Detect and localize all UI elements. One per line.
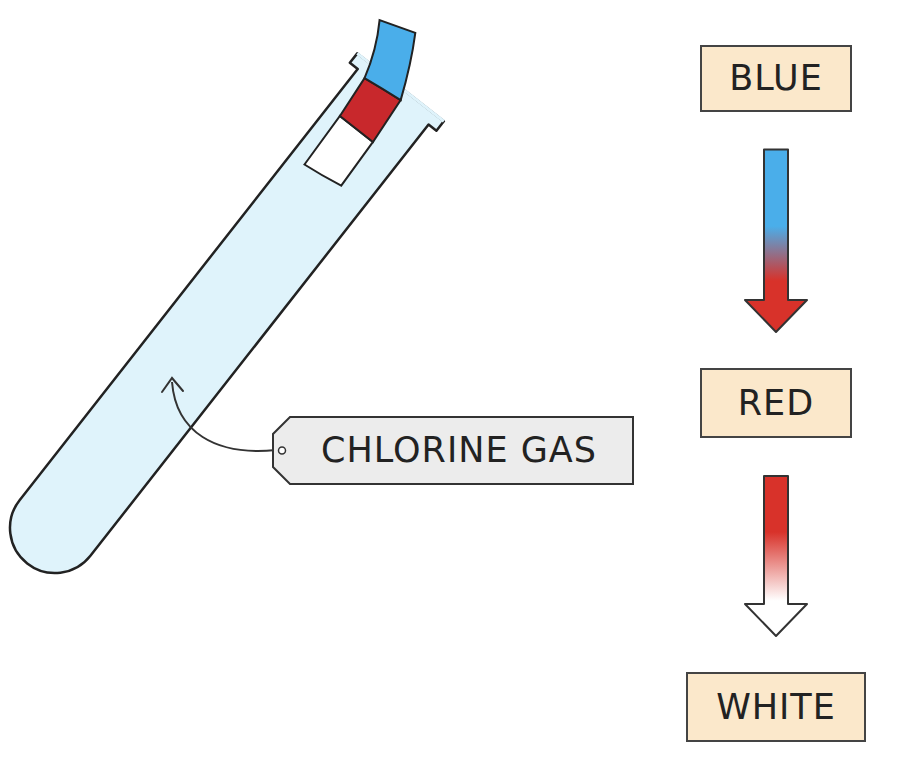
color-change-arrow <box>745 476 807 636</box>
node-label: BLUE <box>729 58 823 98</box>
leader-arrowhead <box>162 378 183 392</box>
node-label: WHITE <box>716 687 836 727</box>
color-box: BLUE <box>700 45 852 112</box>
color-box: WHITE <box>686 672 866 742</box>
node-label: CHLORINE GAS <box>321 430 597 470</box>
label-tag: CHLORINE GAS <box>272 416 634 485</box>
color-box: RED <box>700 368 852 438</box>
leader-line <box>172 382 276 451</box>
litmus-blue <box>346 11 439 104</box>
color-change-arrow <box>745 150 807 333</box>
test-tube <box>0 53 444 597</box>
node-label: RED <box>738 383 814 423</box>
